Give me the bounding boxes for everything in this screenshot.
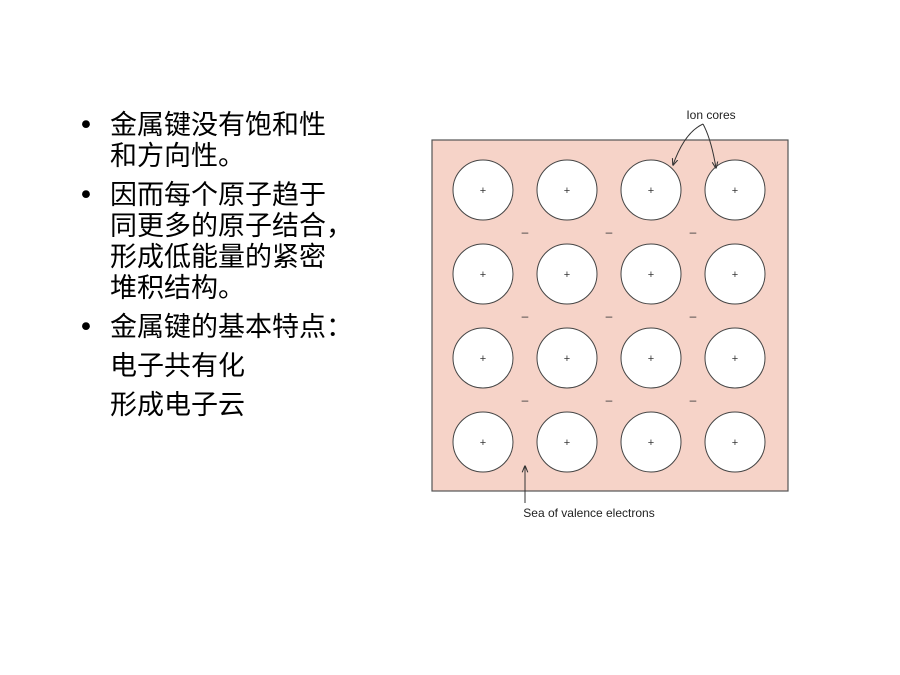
electron-charge-label: – xyxy=(690,225,697,239)
ion-core-circle xyxy=(452,411,514,473)
ion-charge-label: + xyxy=(480,185,486,197)
electron-charge-label: – xyxy=(690,309,697,323)
ion-charge-label: + xyxy=(564,269,570,281)
ion-cores-label: Ion cores xyxy=(686,108,735,122)
ion-core-circle xyxy=(536,159,598,221)
electron-charge-label: – xyxy=(690,393,697,407)
bullet-item-no-saturation: • 金属键没有饱和性 和方向性。 xyxy=(76,110,416,172)
electron-charge-label: – xyxy=(606,393,613,407)
bullet-line: 堆积结构。 xyxy=(110,273,245,304)
ion-core-circle xyxy=(704,327,766,389)
ion-core-circle xyxy=(452,327,514,389)
bullet-line: 因而每个原子趋于 xyxy=(110,180,326,211)
electron-charge-label: – xyxy=(522,393,529,407)
bullet-list: • 金属键没有饱和性 和方向性。 • 因而每个原子趋于 同更多的原子结合， 形成… xyxy=(76,110,416,429)
electron-charge-label: – xyxy=(606,309,613,323)
bullet-dot: • xyxy=(78,110,94,141)
ion-core-circle xyxy=(620,159,682,221)
ion-charge-label: + xyxy=(648,269,654,281)
ion-core-circle xyxy=(704,243,766,305)
ion-cores-arrow-right xyxy=(702,123,716,168)
bullet-dot: • xyxy=(78,180,94,211)
ion-core-circle xyxy=(620,327,682,389)
ion-charge-label: + xyxy=(648,437,654,449)
ion-core-circle xyxy=(452,243,514,305)
ion-core-circle xyxy=(452,159,514,221)
electron-charge-label: – xyxy=(522,309,529,323)
ion-core-circle xyxy=(620,243,682,305)
ion-charge-label: + xyxy=(648,185,654,197)
ion-charge-label: + xyxy=(480,437,486,449)
ion-charge-label: + xyxy=(732,353,738,365)
ion-core-circle xyxy=(620,411,682,473)
bullet-item-close-packing: • 因而每个原子趋于 同更多的原子结合， 形成低能量的紧密 堆积结构。 xyxy=(76,180,416,304)
bullet-line: 形成低能量的紧密 xyxy=(110,242,326,273)
sea-label: Sea of valence electrons xyxy=(523,506,654,520)
ion-charge-label: + xyxy=(732,269,738,281)
ion-charge-label: + xyxy=(648,353,654,365)
bullet-dot: • xyxy=(78,312,94,343)
bullet-line: 和方向性。 xyxy=(110,141,245,172)
ion-charge-label: + xyxy=(564,185,570,197)
bullet-line: 金属键没有饱和性 xyxy=(110,110,326,141)
ion-charge-label: + xyxy=(480,353,486,365)
ion-core-circle xyxy=(704,411,766,473)
bullet-line: 同更多的原子结合， xyxy=(110,211,353,242)
ion-cores-arrow-left xyxy=(673,123,704,165)
bullet-subline: 形成电子云 xyxy=(110,390,245,421)
ion-charge-label: + xyxy=(480,269,486,281)
ion-core-circle xyxy=(704,159,766,221)
ion-charge-label: + xyxy=(732,437,738,449)
electron-charge-label: – xyxy=(606,225,613,239)
ion-charge-label: + xyxy=(732,185,738,197)
bullet-line: 金属键的基本特点： xyxy=(110,312,353,343)
ion-core-circle xyxy=(536,243,598,305)
ion-charge-label: + xyxy=(564,437,570,449)
bullet-item-features: • 金属键的基本特点： 电子共有化 形成电子云 xyxy=(76,312,416,421)
ion-core-circle xyxy=(536,411,598,473)
bullet-subline: 电子共有化 xyxy=(110,351,245,382)
electron-charge-label: – xyxy=(522,225,529,239)
ion-core-circle xyxy=(536,327,598,389)
ion-charge-label: + xyxy=(564,353,570,365)
